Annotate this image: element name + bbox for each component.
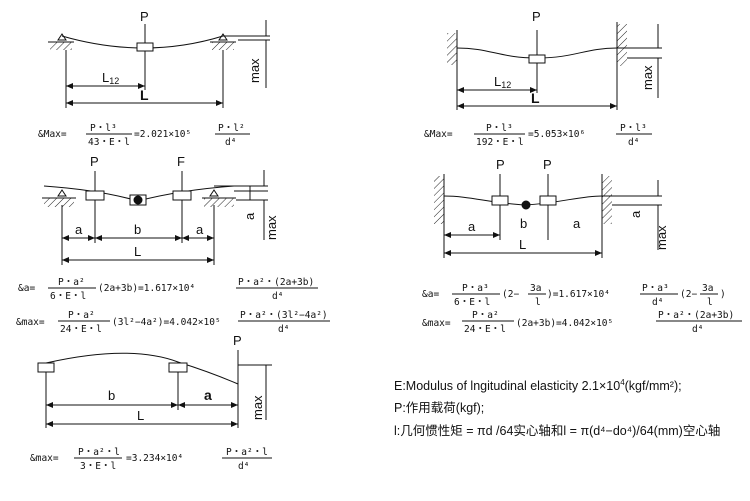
d1-max-label: max [247, 58, 262, 83]
d3-b-label: b [134, 222, 141, 237]
f3b-den: 24・E・l [60, 324, 102, 335]
f5-num: P・a²・l [78, 447, 120, 458]
diagram-1-simply-supported-center-load [48, 20, 270, 108]
f4b-lhs: &max= [422, 318, 451, 329]
d3-load1-label: P [90, 154, 99, 169]
legend-load: P:作用载荷(kgf); [394, 401, 485, 415]
d5-load-label: P [233, 333, 242, 348]
d4-load2-label: P [543, 157, 552, 172]
d3-a1-label: a [75, 222, 83, 237]
f4a-num: P・a³ [462, 283, 489, 294]
diagram-4-fixed-ends-two-loads [434, 174, 662, 258]
d2-max-label: max [640, 65, 655, 90]
f1-num2: P・l² [218, 123, 245, 134]
d3-load2-label: F [177, 154, 185, 169]
f2-num: P・l³ [486, 123, 513, 134]
d4-b-label: b [520, 216, 527, 231]
f4b-num2: P・a²・(2a+3b) [658, 310, 734, 321]
f3b-num: P・a² [68, 310, 95, 321]
f4a-mid3: (2− [680, 289, 697, 300]
legend-modulus-unit: (kgf/mm²); [624, 379, 682, 394]
f4b-den2: d⁴ [692, 324, 703, 335]
f2-mid: =5.053×10⁶ [528, 129, 585, 140]
f4a-den2: d⁴ [652, 297, 663, 308]
d4-a-right-label: a [628, 210, 643, 218]
d3-max-label: max [264, 215, 279, 240]
d3-a-right-label: a [242, 212, 257, 220]
f4a-frac2-den: l [707, 297, 713, 308]
f5-den: 3・E・l [80, 461, 116, 472]
f3b-lhs: &max= [16, 317, 45, 328]
d2-l12-label: L12 [494, 74, 511, 90]
f3b-num2: P・a²・(3l²−4a²) [240, 310, 328, 321]
legend-inertia: l:几何惯性矩 = πd /64实心轴和l = π(d⁴−do⁴)/64(mm)… [394, 424, 721, 438]
f4a-lhs: &a= [422, 289, 439, 300]
f5-num2: P・a²・l [226, 447, 268, 458]
d4-l-label: L [519, 237, 526, 252]
d3-l-label: L [134, 244, 141, 259]
f4a-den: 6・E・l [454, 297, 490, 308]
f1-den: 43・E・l [88, 137, 130, 148]
diagram-5-overhang-end-load [37, 350, 272, 428]
legend-modulus-text: E:Modulus of lngitudinal elasticity 2.1×… [394, 379, 621, 394]
f4a-frac2-num: 3a [702, 283, 713, 294]
f4b-mid: (2a+3b)=4.042×10⁵ [516, 318, 613, 329]
f5-lhs: &max= [30, 453, 59, 464]
f4a-frac-den: l [535, 297, 541, 308]
f5-mid: =3.234×10⁴ [126, 453, 183, 464]
f4a-frac-num: 3a [530, 283, 541, 294]
f4a-mid2: )=1.617×10⁴ [547, 289, 610, 300]
d4-max-label: max [654, 225, 669, 250]
d3-a2-label: a [196, 222, 204, 237]
f3a-num2: P・a²・(2a+3b) [238, 277, 314, 288]
legend-modulus-exp: 4 [620, 378, 625, 387]
d1-l12-label: L12 [102, 70, 119, 86]
f2-lhs: &Max= [424, 129, 453, 140]
formula-1: &Max= P・l³ 43・E・l =2.021×10⁵ P・l² d⁴ [38, 123, 250, 148]
f4a-end: ) [720, 289, 726, 300]
f1-den2: d⁴ [225, 137, 236, 148]
f2-num2: P・l³ [620, 123, 647, 134]
formula-4a: &a= P・a³ 6・E・l (2− 3a l )=1.617×10⁴ P・a³… [422, 283, 726, 308]
d1-l-label: L [140, 87, 149, 103]
f1-mid: =2.021×10⁵ [134, 129, 191, 140]
f1-num: P・l³ [90, 123, 117, 134]
f3a-mid: (2a+3b)=1.617×10⁴ [98, 283, 195, 294]
d5-a-label: a [204, 387, 212, 403]
f3a-lhs: &a= [18, 283, 35, 294]
formula-2: &Max= P・l³ 192・E・l =5.053×10⁶ P・l³ d⁴ [424, 123, 652, 148]
d5-l-label: L [137, 408, 144, 423]
f1-lhs: &Max= [38, 129, 67, 140]
formula-3b: &max= P・a² 24・E・l (3l²−4a²)=4.042×10⁵ P・… [16, 310, 330, 335]
d5-b-label: b [108, 388, 115, 403]
diagram-3-simply-supported-two-loads [42, 170, 268, 265]
d2-load-label: P [532, 9, 541, 24]
f3a-den: 6・E・l [50, 291, 86, 302]
f3a-den2: d⁴ [272, 291, 283, 302]
legend-modulus: E:Modulus of lngitudinal elasticity 2.1×… [394, 376, 682, 393]
d5-max-label: max [250, 395, 265, 420]
f3b-den2: d⁴ [278, 324, 289, 335]
f4a-mid1: (2− [502, 289, 519, 300]
d1-load-label: P [140, 9, 149, 24]
f4b-num: P・a² [472, 310, 499, 321]
f3b-mid: (3l²−4a²)=4.042×10⁵ [112, 317, 221, 328]
d4-a1-label: a [468, 219, 476, 234]
f4b-den: 24・E・l [464, 324, 506, 335]
f4a-num2: P・a³ [642, 283, 669, 294]
f2-den2: d⁴ [628, 137, 639, 148]
f5-den2: d⁴ [238, 461, 249, 472]
formula-4b: &max= P・a² 24・E・l (2a+3b)=4.042×10⁵ P・a²… [422, 310, 742, 335]
formula-3a: &a= P・a² 6・E・l (2a+3b)=1.617×10⁴ P・a²・(2… [18, 277, 318, 302]
d4-load1-label: P [496, 157, 505, 172]
diagram-2-fixed-ends-center-load [447, 22, 662, 110]
f3a-num: P・a² [58, 277, 85, 288]
f2-den: 192・E・l [476, 137, 524, 148]
d2-l-label: L [531, 90, 540, 106]
formula-5: &max= P・a²・l 3・E・l =3.234×10⁴ P・a²・l d⁴ [30, 447, 272, 472]
d4-a2-label: a [573, 216, 581, 231]
